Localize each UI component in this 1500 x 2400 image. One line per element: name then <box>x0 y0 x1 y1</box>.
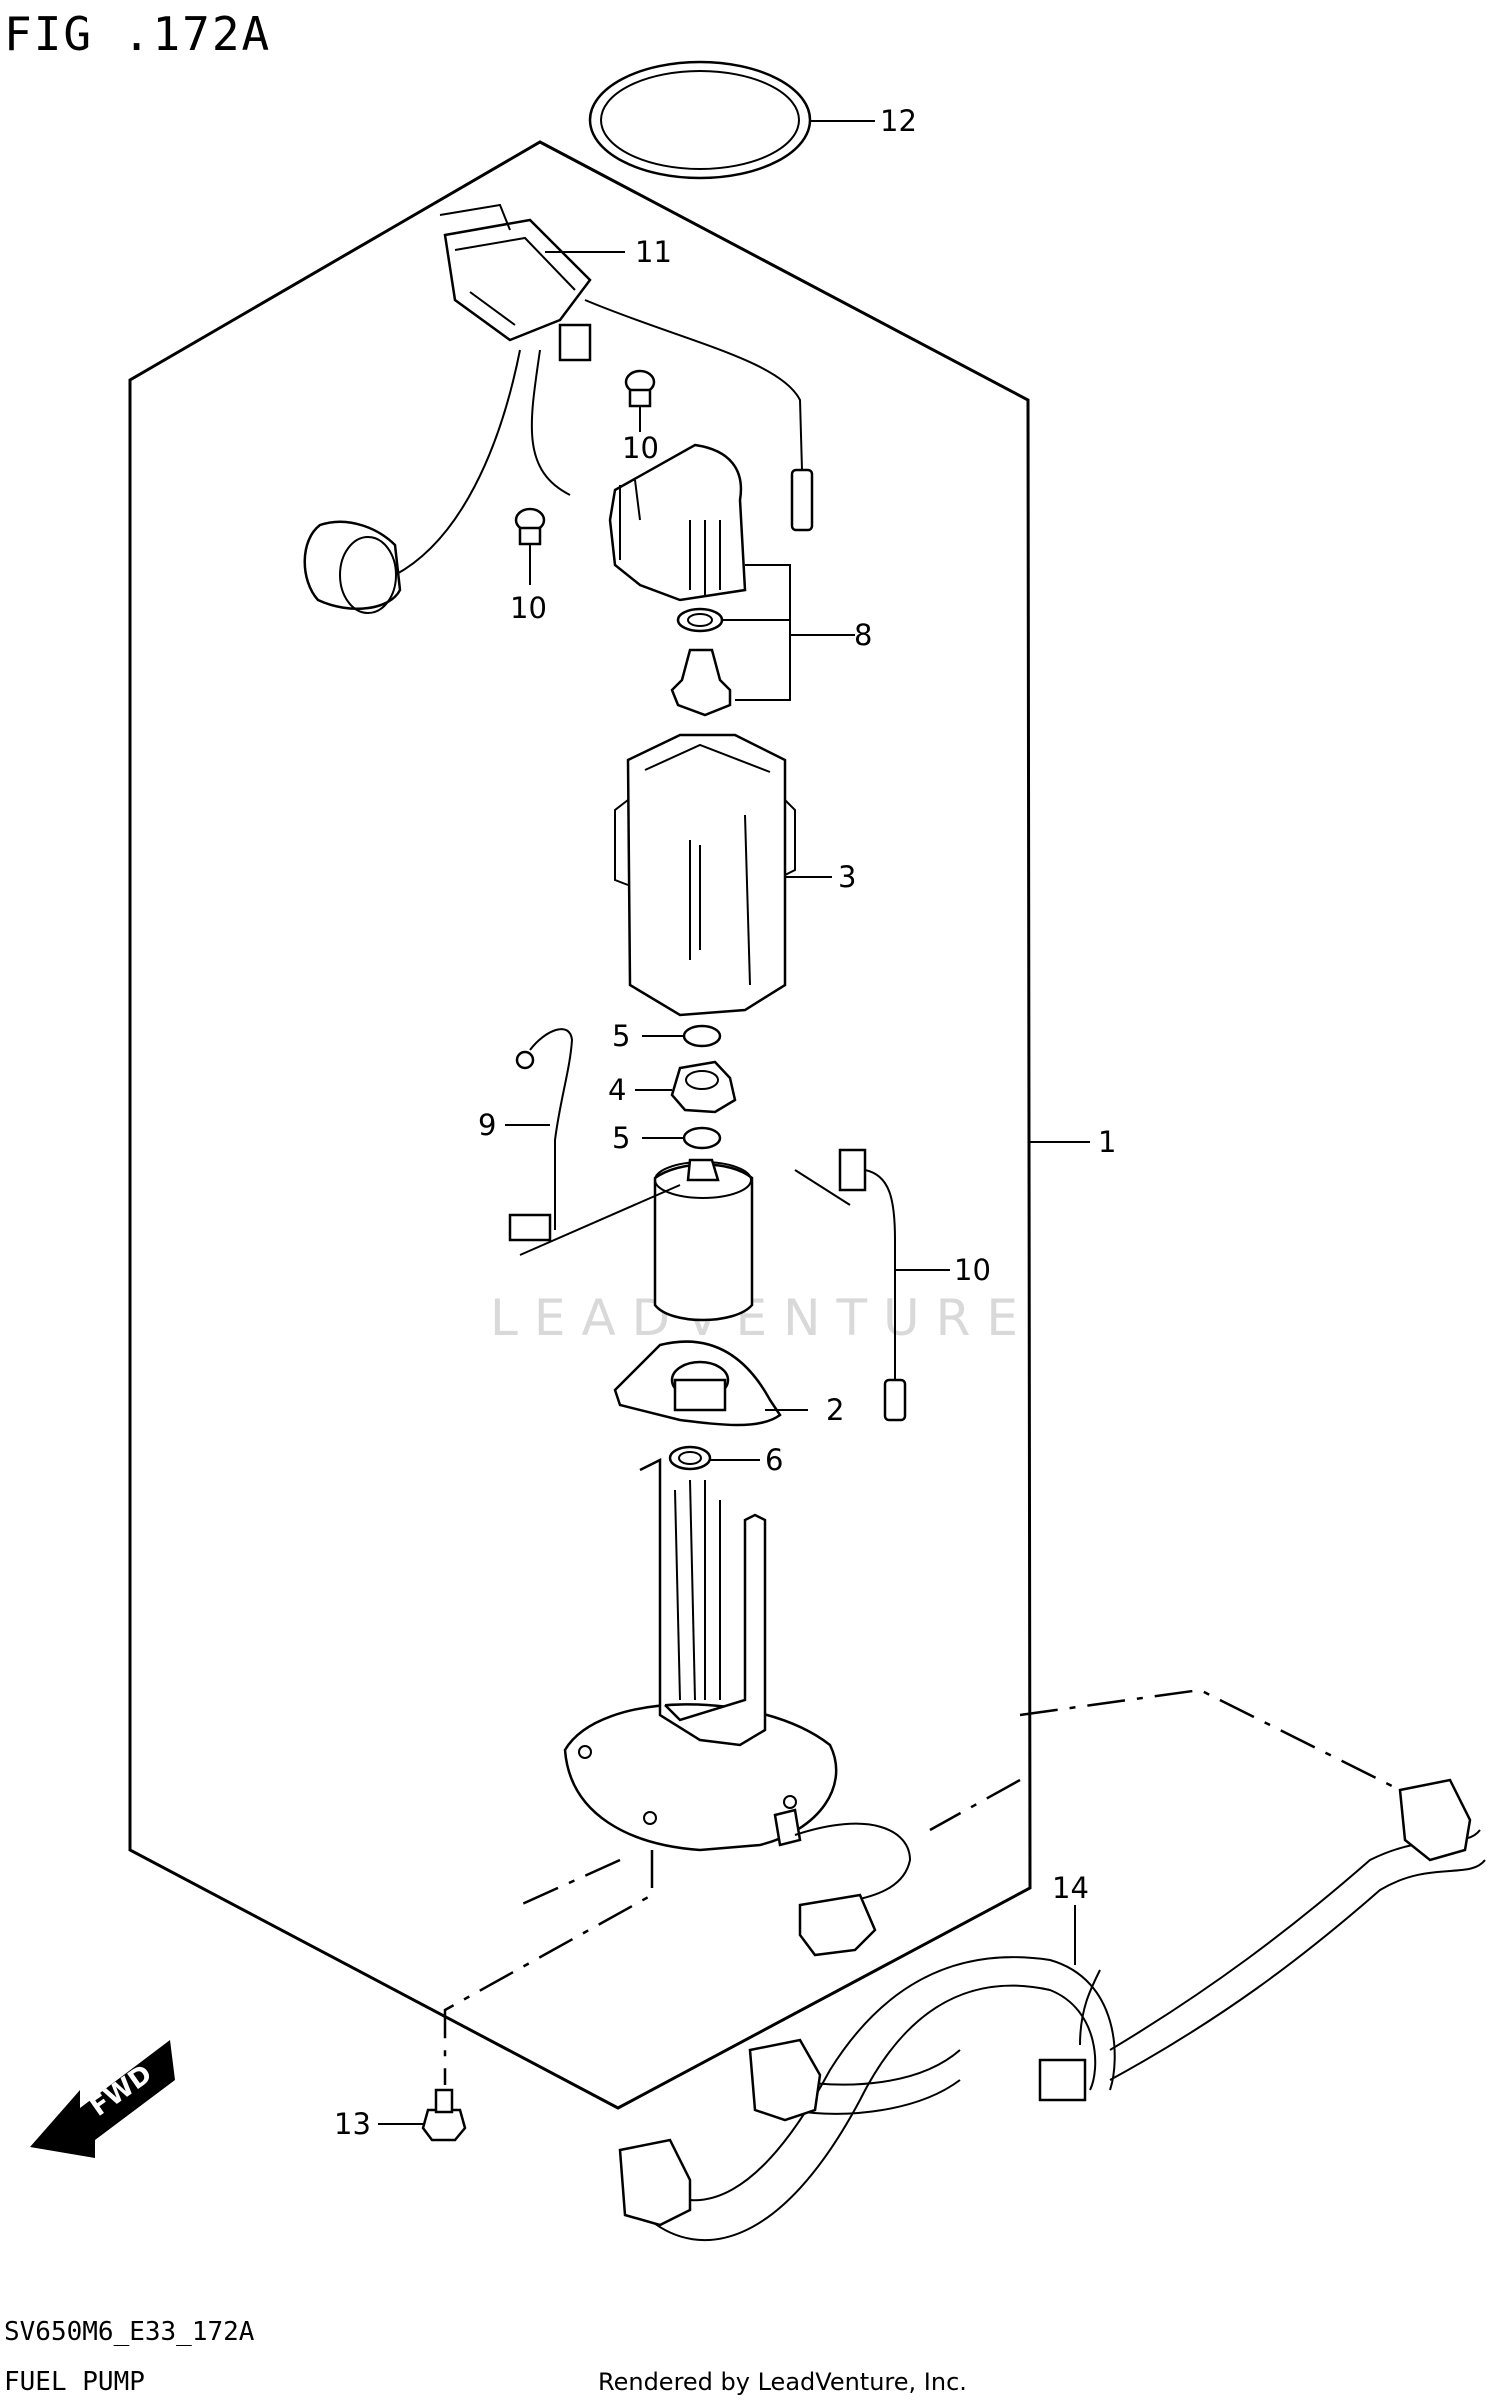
callout-14: 14 <box>1052 1871 1089 1905</box>
part-7-pressure-regulator[interactable] <box>608 443 747 717</box>
callout-5-lower: 5 <box>612 1121 630 1155</box>
callout-2: 2 <box>826 1393 844 1427</box>
part-11-fuel-level-sender[interactable] <box>303 203 814 614</box>
callout-13: 13 <box>334 2107 371 2141</box>
callout-12: 12 <box>880 104 917 138</box>
part-5-o-ring-lower[interactable] <box>682 1126 722 1150</box>
callout-9: 10 <box>954 1253 991 1287</box>
part-9-wire-lead[interactable] <box>794 1148 907 1422</box>
fuel-pump-motor[interactable] <box>653 1158 754 1322</box>
render-credit: Rendered by LeadVenture, Inc. <box>598 2368 967 2396</box>
part-10-screw-upper[interactable] <box>624 369 656 425</box>
callout-8: 9 <box>478 1108 496 1142</box>
callout-3: 3 <box>838 860 856 894</box>
part-4-pump-holder[interactable] <box>670 1060 737 1114</box>
callout-7: 8 <box>854 618 872 652</box>
part-12-gasket-ring[interactable] <box>588 60 812 180</box>
part-13-bolt[interactable] <box>421 2088 467 2142</box>
pump-bracket-base-plate[interactable] <box>563 1457 912 1957</box>
callout-11: 11 <box>635 235 672 269</box>
forward-direction-arrow: FWD <box>30 2040 175 2158</box>
assembly-dash-lines <box>443 1778 1021 2085</box>
callout-1: 1 <box>1098 1125 1116 1159</box>
part-6-o-ring[interactable] <box>668 1445 712 1471</box>
callout-10-lower: 10 <box>510 591 547 625</box>
callout-4: 4 <box>608 1073 626 1107</box>
watermark: LEADVENTURE <box>490 1289 1034 1347</box>
part-5-o-ring-upper[interactable] <box>682 1024 722 1048</box>
callout-leaders <box>378 120 1090 2125</box>
callout-5-upper: 5 <box>612 1019 630 1053</box>
part-8-wire-lead[interactable] <box>508 1028 681 1256</box>
figure-title: FIG .172A <box>4 7 271 61</box>
part-3-pump-housing[interactable] <box>614 733 796 1017</box>
callout-6: 6 <box>765 1443 783 1477</box>
model-code: SV650M6_E33_172A <box>4 2317 255 2347</box>
callout-10-upper: 10 <box>622 431 659 465</box>
part-2-filter-gasket[interactable] <box>613 1340 782 1427</box>
part-10-screw-lower[interactable] <box>514 507 546 575</box>
assembly-outline <box>128 140 1032 2110</box>
section-name: FUEL PUMP <box>4 2367 145 2397</box>
part-14-fuel-hose[interactable] <box>618 1688 1486 2241</box>
